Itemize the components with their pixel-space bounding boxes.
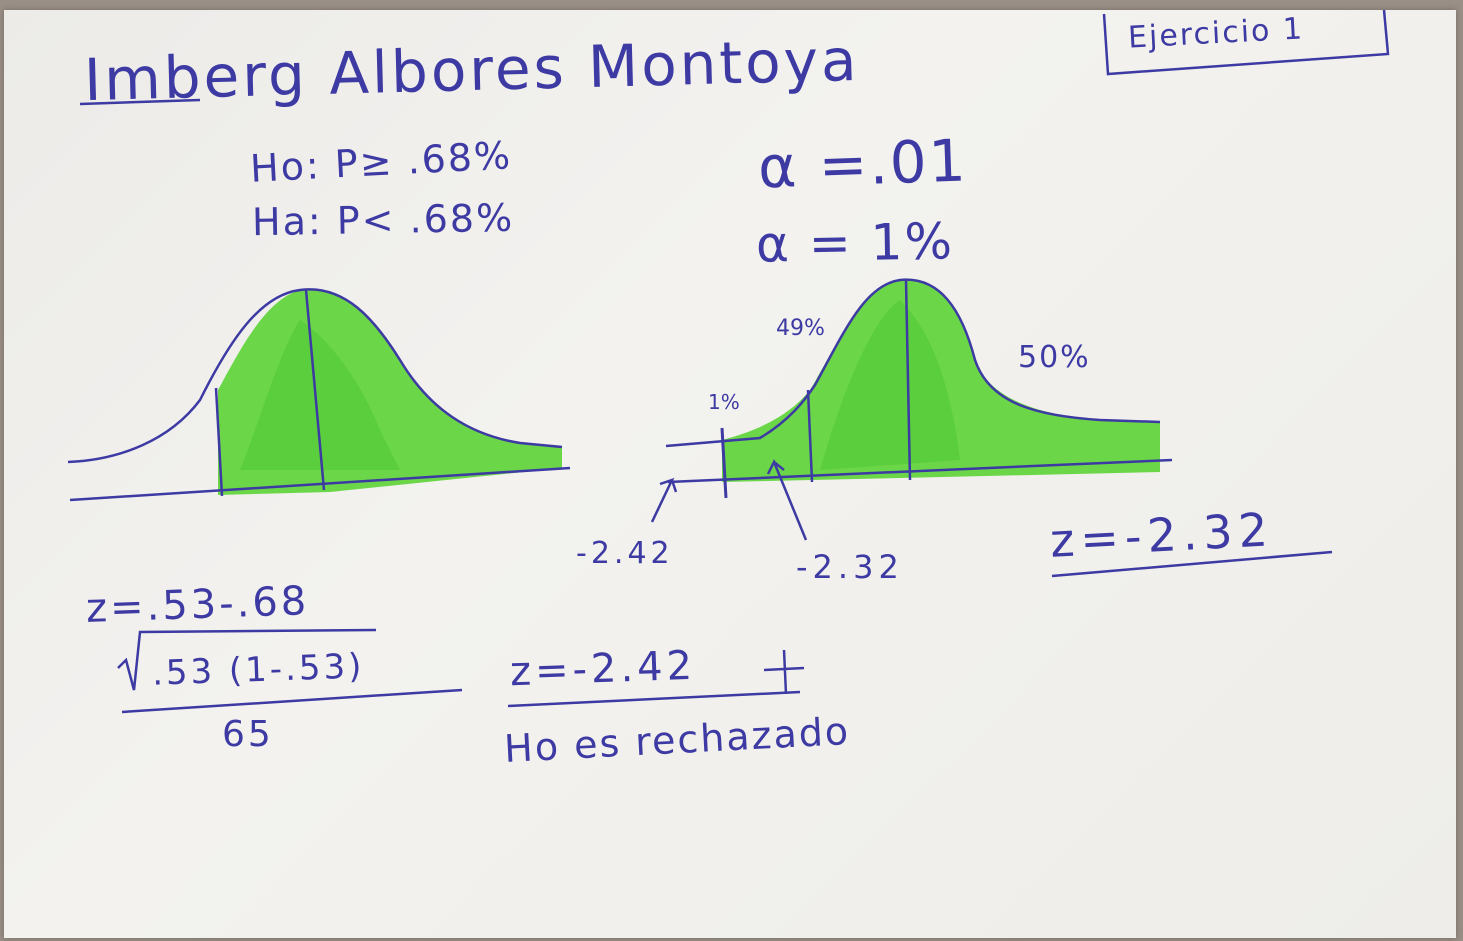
- left-bell-curve: [67, 288, 571, 502]
- arrow-z-critical: [766, 458, 808, 541]
- left-curve-line: [67, 288, 563, 464]
- computed-z: z=-2.42: [509, 642, 697, 696]
- middle-area-label: 49%: [776, 316, 825, 341]
- left-curve-shading: [218, 288, 562, 495]
- right-half-label: 50%: [1018, 340, 1091, 375]
- z-observed-label: -2.42: [576, 536, 674, 571]
- exercise-box: [1102, 9, 1390, 76]
- sqrt-sign: [117, 628, 377, 691]
- left-baseline: [69, 466, 571, 502]
- computed-underline: [507, 690, 801, 708]
- dagger-mark: [763, 649, 805, 695]
- alternative-hypothesis: Ha: P< .68%: [251, 195, 515, 245]
- right-tail-line: [720, 427, 728, 499]
- name-underline: [79, 98, 201, 106]
- alpha-decimal: α =.01: [756, 126, 969, 202]
- right-critical-line: [806, 389, 814, 483]
- fraction-bar: [121, 688, 463, 714]
- formula-denominator: 65: [222, 714, 274, 755]
- formula-radicand: .53 (1-.53): [151, 646, 366, 694]
- right-curve-shading: [722, 279, 1160, 482]
- left-curve-shading-dark: [240, 320, 400, 470]
- right-baseline: [667, 458, 1173, 484]
- formula-numerator: z=.53-.68: [85, 578, 310, 632]
- left-tail-label: 1%: [708, 390, 740, 414]
- z-critical-label: -2.32: [796, 548, 904, 586]
- result-underline: [1051, 550, 1333, 578]
- right-center-line: [904, 279, 912, 481]
- left-center-line: [304, 289, 326, 491]
- right-bell-curve: [650, 278, 1173, 541]
- right-curve-shading-dark: [820, 300, 960, 470]
- alpha-percent: α = 1%: [755, 212, 955, 274]
- arrow-z-observed: [650, 477, 678, 523]
- right-curve-line: [665, 278, 1161, 448]
- left-critical-line: [214, 387, 224, 497]
